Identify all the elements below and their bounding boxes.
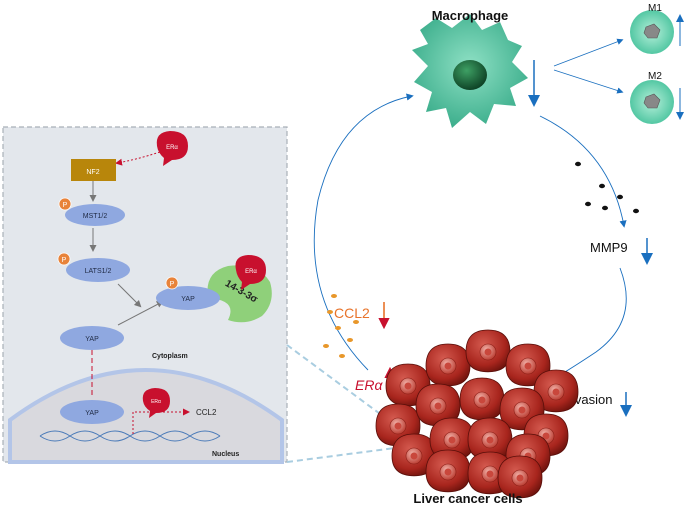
lats-node: LATS1/2 P: [57, 252, 130, 282]
arrow-cells-to-macrophage: [313, 93, 414, 371]
phospho-icon: [58, 197, 72, 211]
er-top-label: ERα: [166, 145, 178, 151]
m1-cell: [630, 10, 674, 54]
cancer-cell: [391, 433, 437, 477]
phospho-icon: [57, 252, 71, 266]
cancer-cell: [497, 455, 543, 499]
cancer-cell: [505, 343, 551, 387]
yap-free-node: YAP: [60, 326, 124, 350]
lats-label: LATS1/2: [85, 268, 112, 275]
cancer-cell: [415, 383, 461, 427]
er-alpha-nuclear: ERα: [142, 388, 170, 418]
ccl2-secreted-label: CCL2: [334, 305, 370, 321]
nucleus-label: Nucleus: [212, 451, 239, 458]
er-bound-label: ERα: [245, 269, 257, 275]
arrow-to-m1: [553, 38, 624, 67]
er-nuclear-label: ERα: [151, 399, 161, 405]
zoom-connector: [286, 447, 396, 463]
mmp9-particles: [575, 161, 639, 214]
m2-nucleus: [643, 93, 661, 109]
m2-label: M2: [648, 71, 662, 82]
er-alpha-label: ERα: [355, 377, 383, 393]
yap-bound-shape: [156, 286, 220, 310]
nf2-box: NF2: [71, 159, 116, 181]
cancer-cell: [533, 369, 579, 413]
nf2-label: NF2: [86, 169, 99, 176]
cancer-cell: [459, 377, 505, 421]
mst-node: MST1/2 P: [58, 197, 125, 226]
ccl2-particles: [323, 294, 359, 358]
liver-cancer-cells-label: Liver cancer cells: [413, 491, 522, 506]
dna-helix-icon: [39, 430, 221, 442]
macrophage-cell: [412, 14, 528, 128]
cancer-cell: [425, 449, 471, 493]
cytoplasm-label: Cytoplasm: [152, 353, 188, 360]
arrow-to-m2: [553, 69, 624, 94]
m1-nucleus: [643, 23, 661, 39]
yap-free-label: YAP: [85, 336, 99, 343]
cancer-cell: [425, 343, 471, 387]
zoom-connector: [286, 344, 396, 426]
liver-cancer-cell-cluster: [375, 329, 579, 499]
cancer-cell: [467, 417, 513, 461]
ccl2-gene-label: CCL2: [196, 408, 217, 417]
cancer-cell: [465, 329, 511, 373]
m2-cell: [630, 80, 674, 124]
arrow-macrophage-to-mmp9: [539, 115, 627, 228]
yap-bound-label: YAP: [181, 296, 195, 303]
pathway-arrows: [89, 151, 190, 434]
mmp9-label: MMP9: [590, 240, 628, 255]
er-alpha-top: ERα: [156, 131, 188, 166]
yap-nuclear-node: YAP: [60, 400, 124, 424]
phospho-icon: [165, 276, 179, 290]
yap-complex: 14-3-3σ ERα YAP P: [156, 255, 272, 323]
phospho-label: P: [63, 202, 68, 209]
phospho-label: P: [170, 281, 175, 288]
macrophage-label: Macrophage: [432, 8, 509, 23]
cancer-cell: [429, 417, 475, 461]
er-bound-shape: [235, 255, 266, 290]
m1-label: M1: [648, 3, 662, 14]
yap-nuclear-label: YAP: [85, 410, 99, 417]
mst-label: MST1/2: [83, 213, 108, 220]
macrophage-nucleus: [453, 60, 487, 90]
phospho-label: P: [62, 257, 67, 264]
arrow-mmp9-to-invasion: [553, 267, 627, 379]
